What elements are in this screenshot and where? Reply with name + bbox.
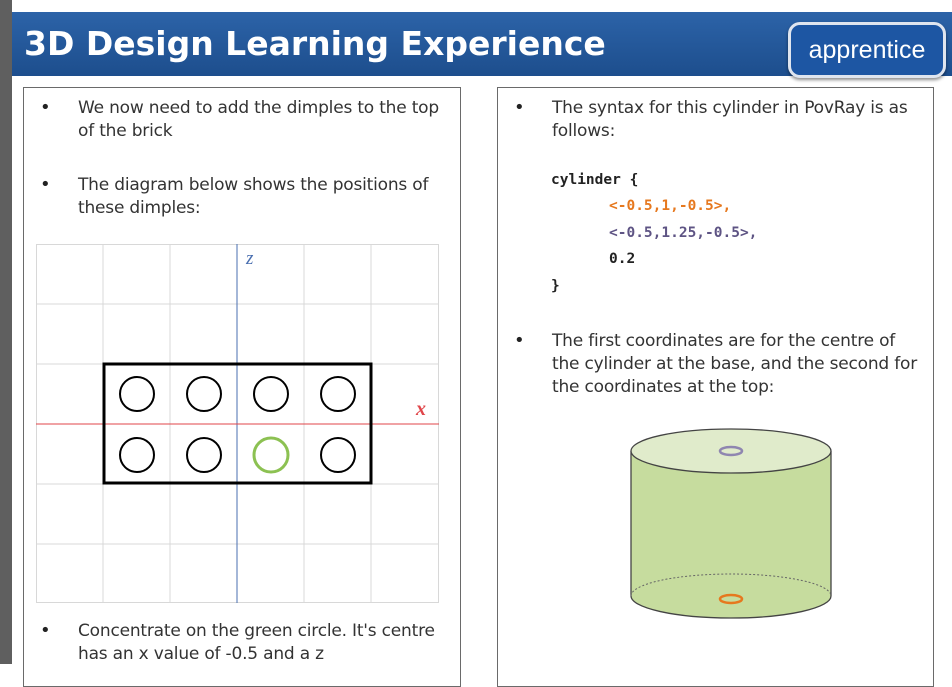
bullet-text: Concentrate on the green circle. It's ce… [78, 621, 435, 664]
cylinder-bottom-front-edge [630, 595, 832, 619]
left-edge-bar [0, 0, 12, 664]
dimple-circles [119, 376, 356, 474]
brick-outline [102, 362, 373, 485]
dimple-position-diagram: z x [36, 244, 439, 603]
z-axis-label: z [245, 248, 254, 269]
bullet-text: The syntax for this cylinder in PovRay i… [552, 98, 908, 141]
dimple-circle [186, 437, 222, 473]
bullet-dot: • [40, 97, 51, 118]
level-badge: apprentice [788, 22, 946, 78]
dimple-circle [253, 376, 289, 412]
bullet-text: We now need to add the dimples to the to… [78, 98, 439, 141]
bullet-dot: • [40, 174, 51, 195]
dimple-circle [119, 376, 155, 412]
code-keyword: cylinder { [551, 172, 639, 188]
cylinder-top-face [630, 428, 832, 474]
dimple-circle [119, 437, 155, 473]
cylinder-body [631, 451, 831, 618]
bullet-dot: • [514, 97, 525, 118]
code-top-coordinate: <-0.5,1.25,-0.5>, [609, 225, 758, 241]
code-base-coordinate: <-0.5,1,-0.5>, [609, 198, 732, 214]
dimple-circle [186, 376, 222, 412]
dimple-circle [320, 437, 356, 473]
left-content-panel: • We now need to add the dimples to the … [23, 87, 461, 687]
dimple-circle-highlighted [252, 436, 290, 474]
bullet-text: The first coordinates are for the centre… [552, 331, 917, 397]
code-radius: 0.2 [609, 251, 636, 267]
bullet-dot: • [40, 620, 51, 641]
bullet-dot: • [514, 330, 525, 351]
cylinder-illustration [630, 428, 832, 619]
cylinder-bottom-back-edge [630, 573, 832, 597]
x-axis-label: x [415, 398, 426, 420]
top-centre-marker [718, 445, 744, 457]
bullet-text: The diagram below shows the positions of… [78, 175, 429, 218]
right-content-panel: • The syntax for this cylinder in PovRay… [497, 87, 934, 687]
code-closing-brace: } [551, 278, 560, 294]
base-centre-marker [718, 593, 744, 605]
page-title: 3D Design Learning Experience [24, 24, 606, 63]
dimple-circle [320, 376, 356, 412]
